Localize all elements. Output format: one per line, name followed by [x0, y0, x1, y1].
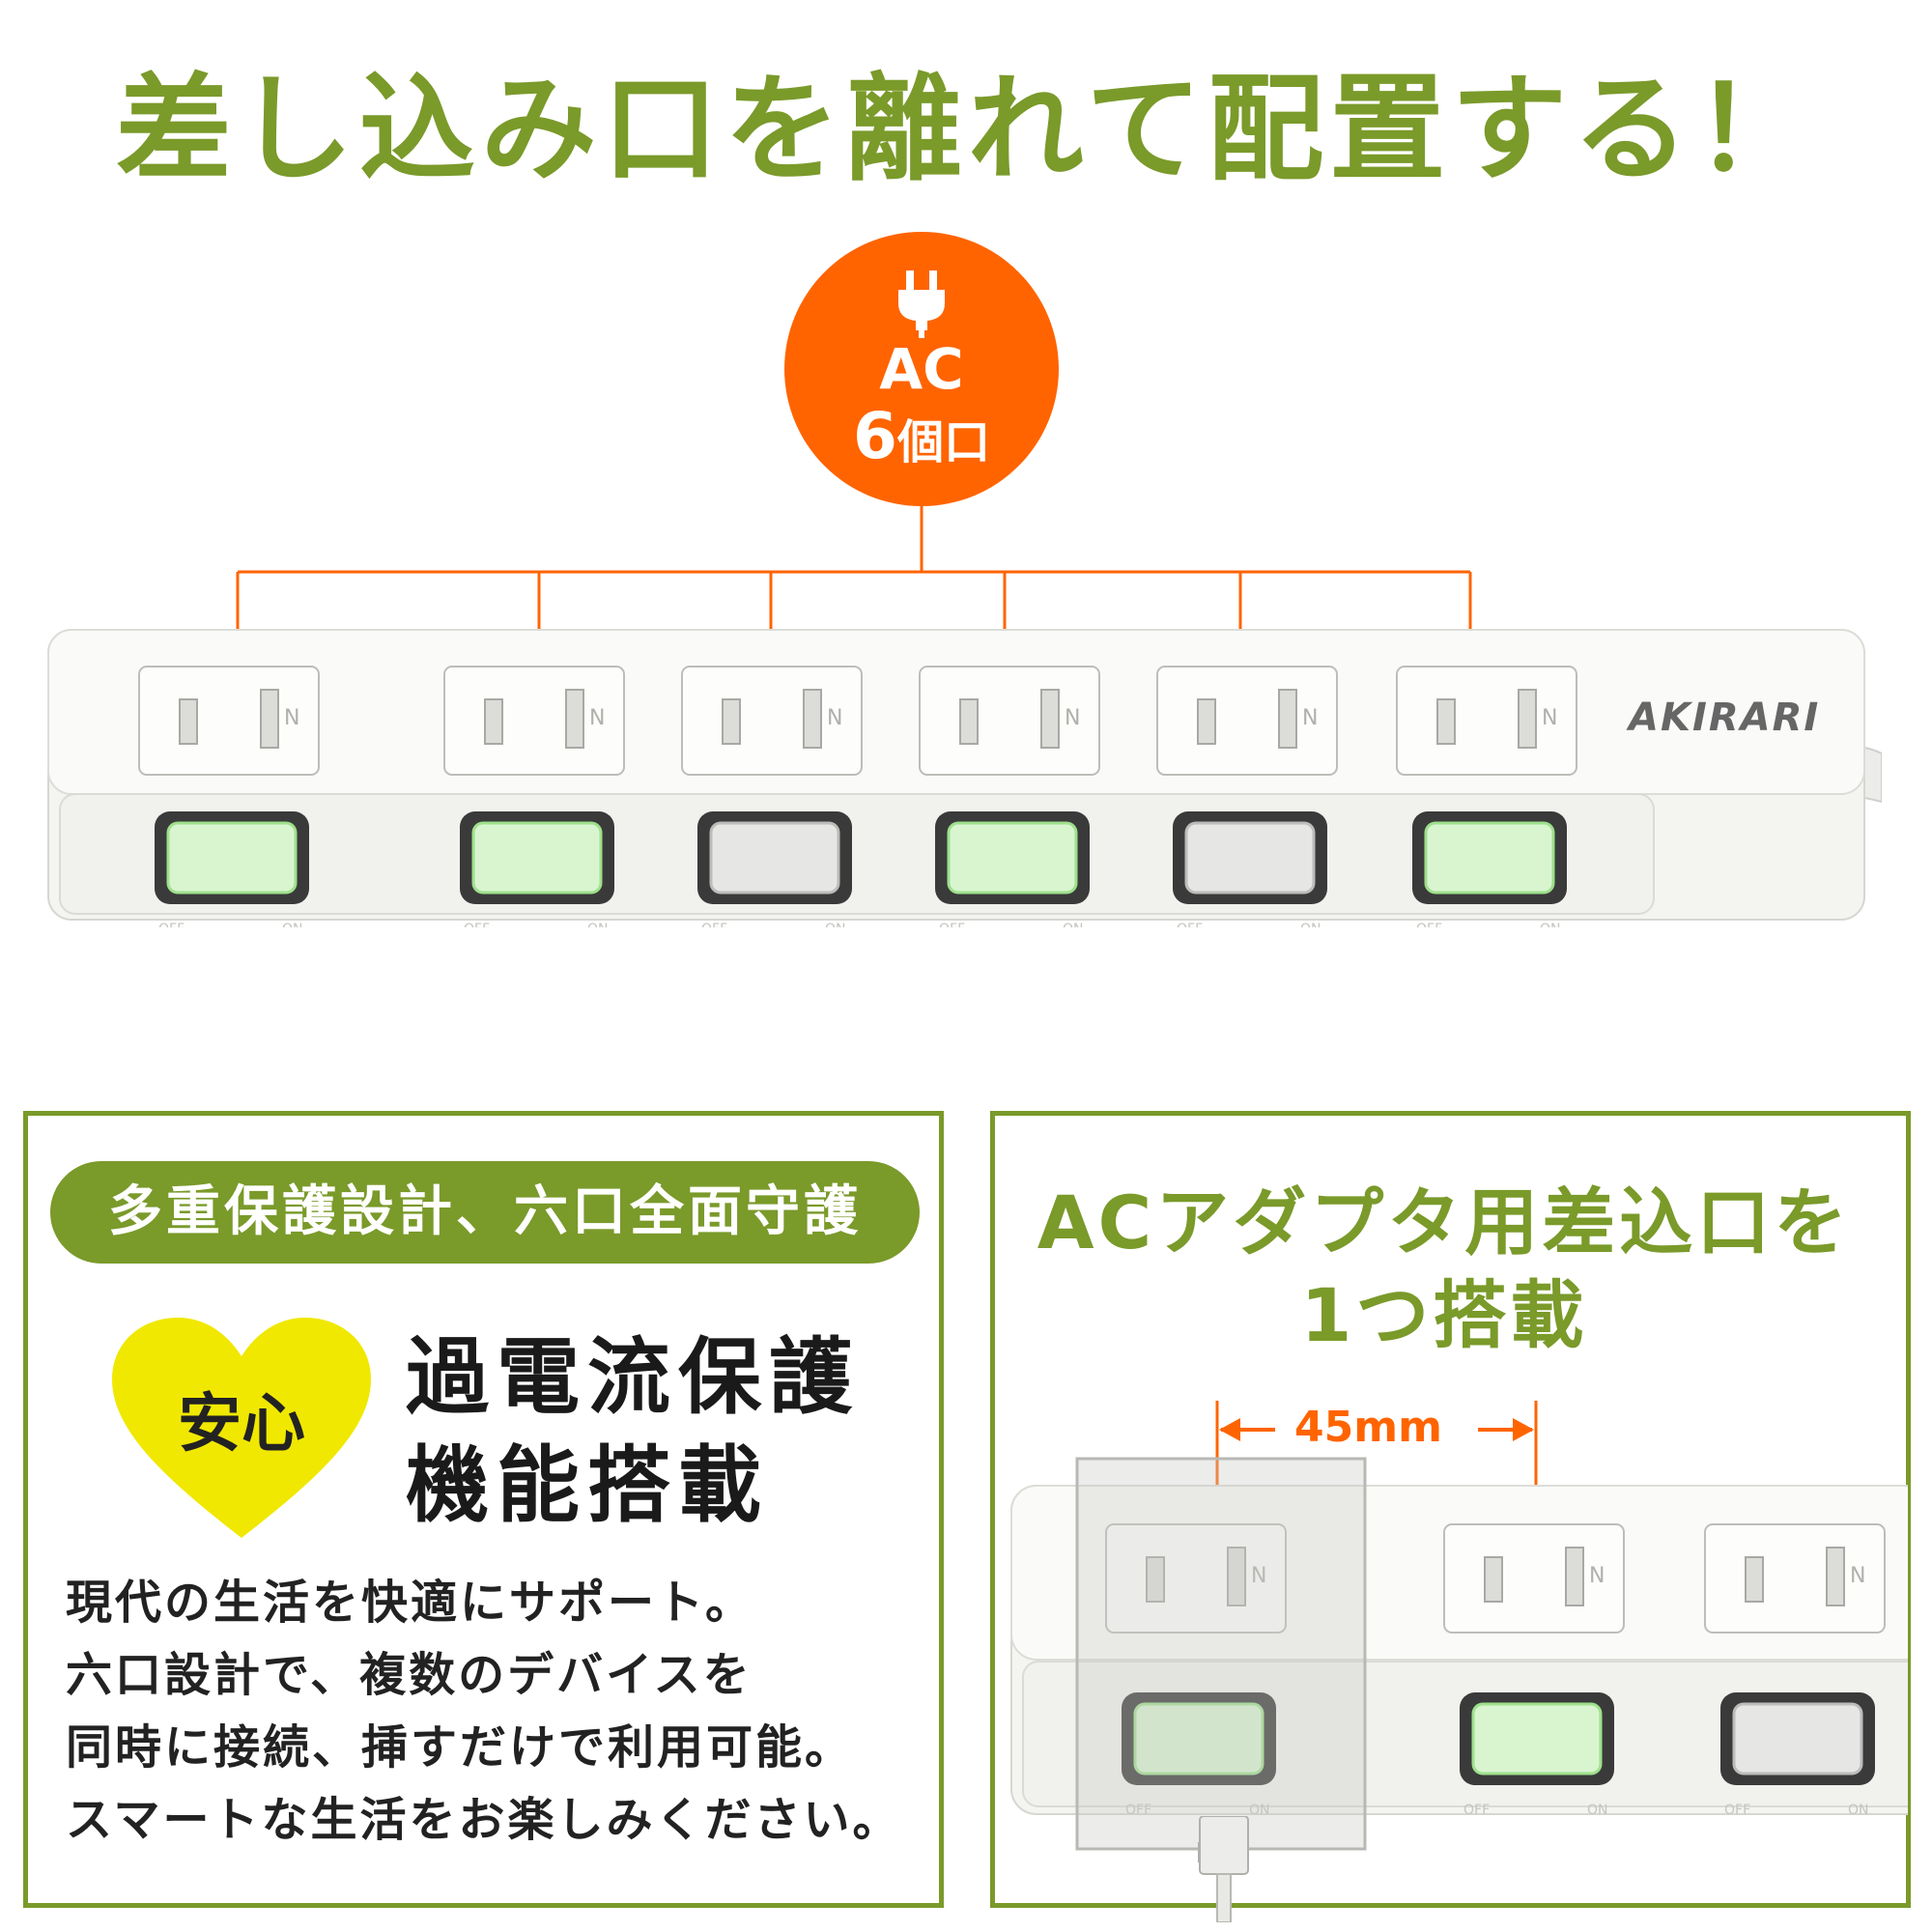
- outlet-1: N: [138, 666, 320, 776]
- switch-on-label: ON: [1540, 922, 1561, 927]
- switch-off-label: OFF: [1125, 1803, 1151, 1818]
- brand-logo: AKIRARI: [1629, 696, 1821, 740]
- closeup-switch-3[interactable]: OFF ON: [1720, 1692, 1875, 1818]
- switch-6[interactable]: OFF ON: [1412, 811, 1567, 937]
- badge-count: 6個口: [853, 399, 990, 473]
- switch-on-label: ON: [1063, 922, 1084, 927]
- switch-off-label: OFF: [939, 922, 965, 927]
- switch-off-label: OFF: [1463, 1803, 1490, 1818]
- neutral-mark: N: [589, 706, 605, 730]
- description-line: スマートな生活をお楽しみください。: [66, 1793, 902, 1847]
- protection-panel: [23, 1111, 944, 1908]
- switch-off-label: OFF: [1416, 922, 1442, 927]
- heart-label: 安心: [178, 1386, 305, 1461]
- switch-on-label: ON: [1249, 1803, 1270, 1818]
- adapter-title: ACアダプタ用差込口を 1つ搭載: [995, 1177, 1893, 1362]
- switch-on-label: ON: [825, 922, 846, 927]
- neutral-mark: N: [1542, 706, 1557, 730]
- neutral-mark: N: [284, 706, 299, 730]
- switch-5[interactable]: OFF ON: [1173, 811, 1327, 937]
- neutral-mark: N: [827, 706, 842, 730]
- closeup-outlet-3: N: [1704, 1523, 1886, 1634]
- switch-on-label: ON: [1587, 1803, 1608, 1818]
- closeup-switch-2[interactable]: OFF ON: [1460, 1692, 1614, 1818]
- neutral-mark: N: [1589, 1564, 1605, 1588]
- switch-on-label: ON: [1300, 922, 1321, 927]
- switch-off-label: OFF: [158, 922, 185, 927]
- description-text: 現代の生活を快適にサポート。 六口設計で、複数のデバイスを 同時に接続、挿すだけ…: [66, 1567, 902, 1857]
- switch-off-label: OFF: [701, 922, 727, 927]
- neutral-mark: N: [1065, 706, 1080, 730]
- neutral-mark: N: [1302, 706, 1318, 730]
- description-line: 六口設計で、複数のデバイスを: [66, 1648, 753, 1702]
- switch-on-label: ON: [1848, 1803, 1869, 1818]
- feature-line: 過電流保護: [406, 1329, 860, 1426]
- switch-on-label: ON: [282, 922, 303, 927]
- outlet-5: N: [1156, 666, 1338, 776]
- switch-3[interactable]: OFF ON: [697, 811, 852, 937]
- switch-4[interactable]: OFF ON: [935, 811, 1090, 937]
- switch-off-label: OFF: [464, 922, 490, 927]
- badge-ac-text: AC: [879, 336, 964, 402]
- dimension-label: 45mm: [1294, 1403, 1442, 1452]
- description-line: 現代の生活を快適にサポート。: [66, 1576, 755, 1630]
- feature-text: 過電流保護 機能搭載: [406, 1323, 860, 1540]
- switch-off-label: OFF: [1177, 922, 1203, 927]
- feature-line: 機能搭載: [406, 1437, 769, 1534]
- outlet-6: N: [1396, 666, 1577, 776]
- closeup-outlet-1: N: [1105, 1523, 1287, 1634]
- outlet-4: N: [919, 666, 1100, 776]
- description-line: 同時に接続、挿すだけで利用可能。: [66, 1720, 855, 1775]
- outlet-2: N: [443, 666, 625, 776]
- adapter-title-line: 1つ搭載: [1300, 1272, 1588, 1358]
- protection-pill: 多重保護設計、六口全面守護: [50, 1161, 920, 1264]
- closeup-outlet-2: N: [1443, 1523, 1625, 1634]
- adapter-title-line: ACアダプタ用差込口を: [1037, 1179, 1852, 1265]
- adapter-panel: [990, 1111, 1911, 1908]
- plug-icon: [898, 270, 945, 338]
- switch-1[interactable]: OFF ON: [155, 811, 309, 937]
- ac-outlet-badge: AC 6個口: [784, 232, 1059, 506]
- headline: 差し込み口を離れて配置する！: [115, 63, 1817, 197]
- switch-2[interactable]: OFF ON: [460, 811, 614, 937]
- adapter-cable: [1199, 1816, 1249, 1922]
- switch-on-label: ON: [587, 922, 609, 927]
- power-strip: N N N N N N OFF ON OFF ON OFF ON OFF ON OFF ON OFF ON AK…: [46, 628, 1883, 937]
- outlet-3: N: [681, 666, 863, 776]
- neutral-mark: N: [1251, 1564, 1266, 1588]
- closeup-switch-1[interactable]: OFF ON: [1122, 1692, 1276, 1818]
- switch-off-label: OFF: [1724, 1803, 1750, 1818]
- neutral-mark: N: [1850, 1564, 1865, 1588]
- heart-icon: [112, 1318, 371, 1538]
- closeup-strip: N OFF ON N OFF ON N OFF ON: [1009, 1457, 1932, 1863]
